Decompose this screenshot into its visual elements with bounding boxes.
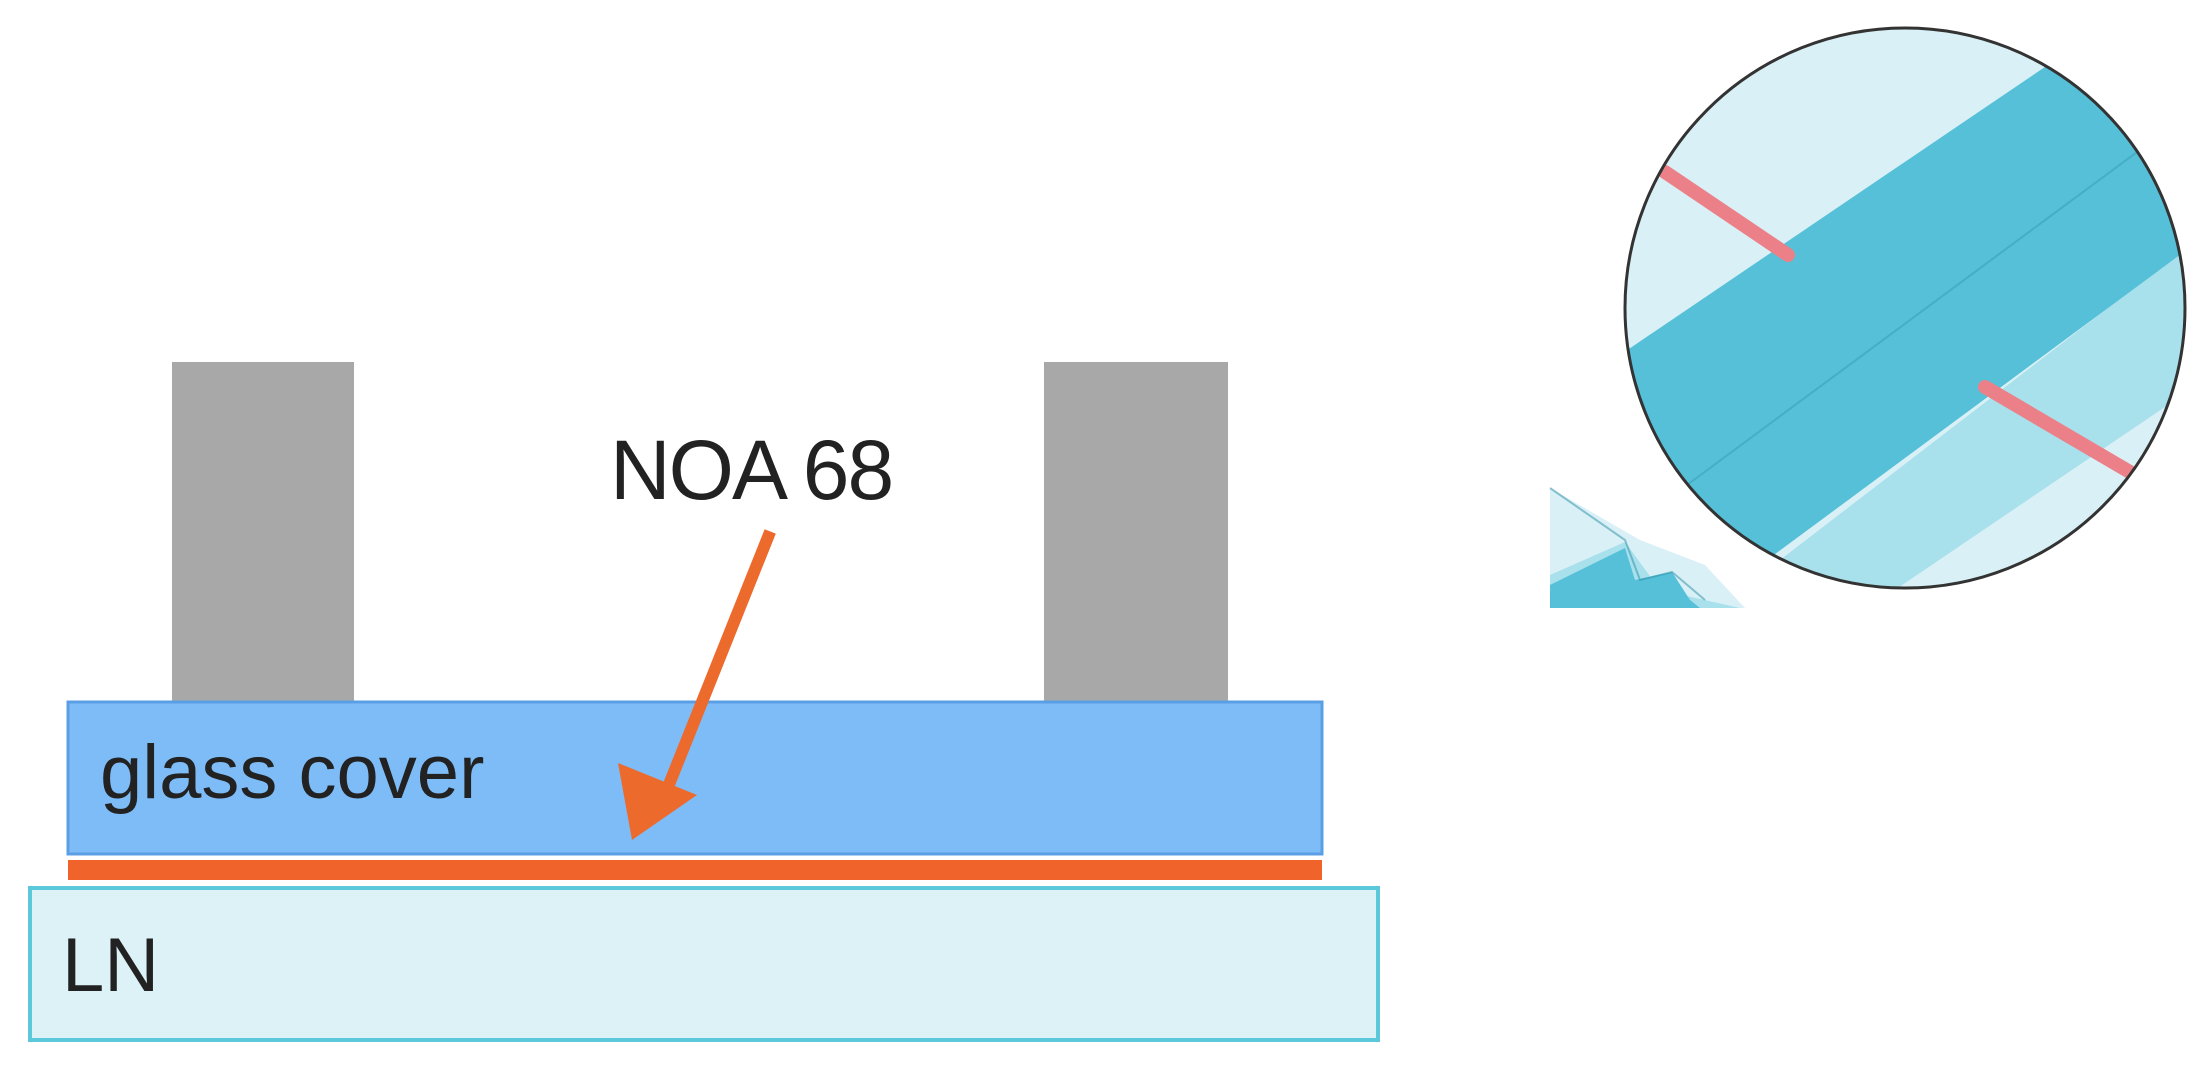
magnified-inset: [1625, 28, 2185, 588]
inset-chip-fragment: [1549, 487, 1745, 608]
noa-68-label: NOA 68: [610, 423, 894, 517]
ln-substrate: [28, 886, 1380, 1042]
noa-arrow-head: [618, 763, 697, 840]
inset-electrode-upper: [1658, 165, 1795, 262]
magnifier-lens: [1623, 26, 2187, 590]
inset-waveguide: [1625, 50, 2185, 580]
inset-electrode-lower: [1978, 380, 2142, 482]
noa-arrow-shaft: [662, 529, 776, 790]
ln-label: LN: [62, 923, 160, 1008]
glass-cover-label: glass cover: [100, 730, 485, 815]
pillar-right: [1044, 362, 1228, 707]
noa-layer: [68, 860, 1322, 880]
pillar-left: [172, 362, 354, 707]
